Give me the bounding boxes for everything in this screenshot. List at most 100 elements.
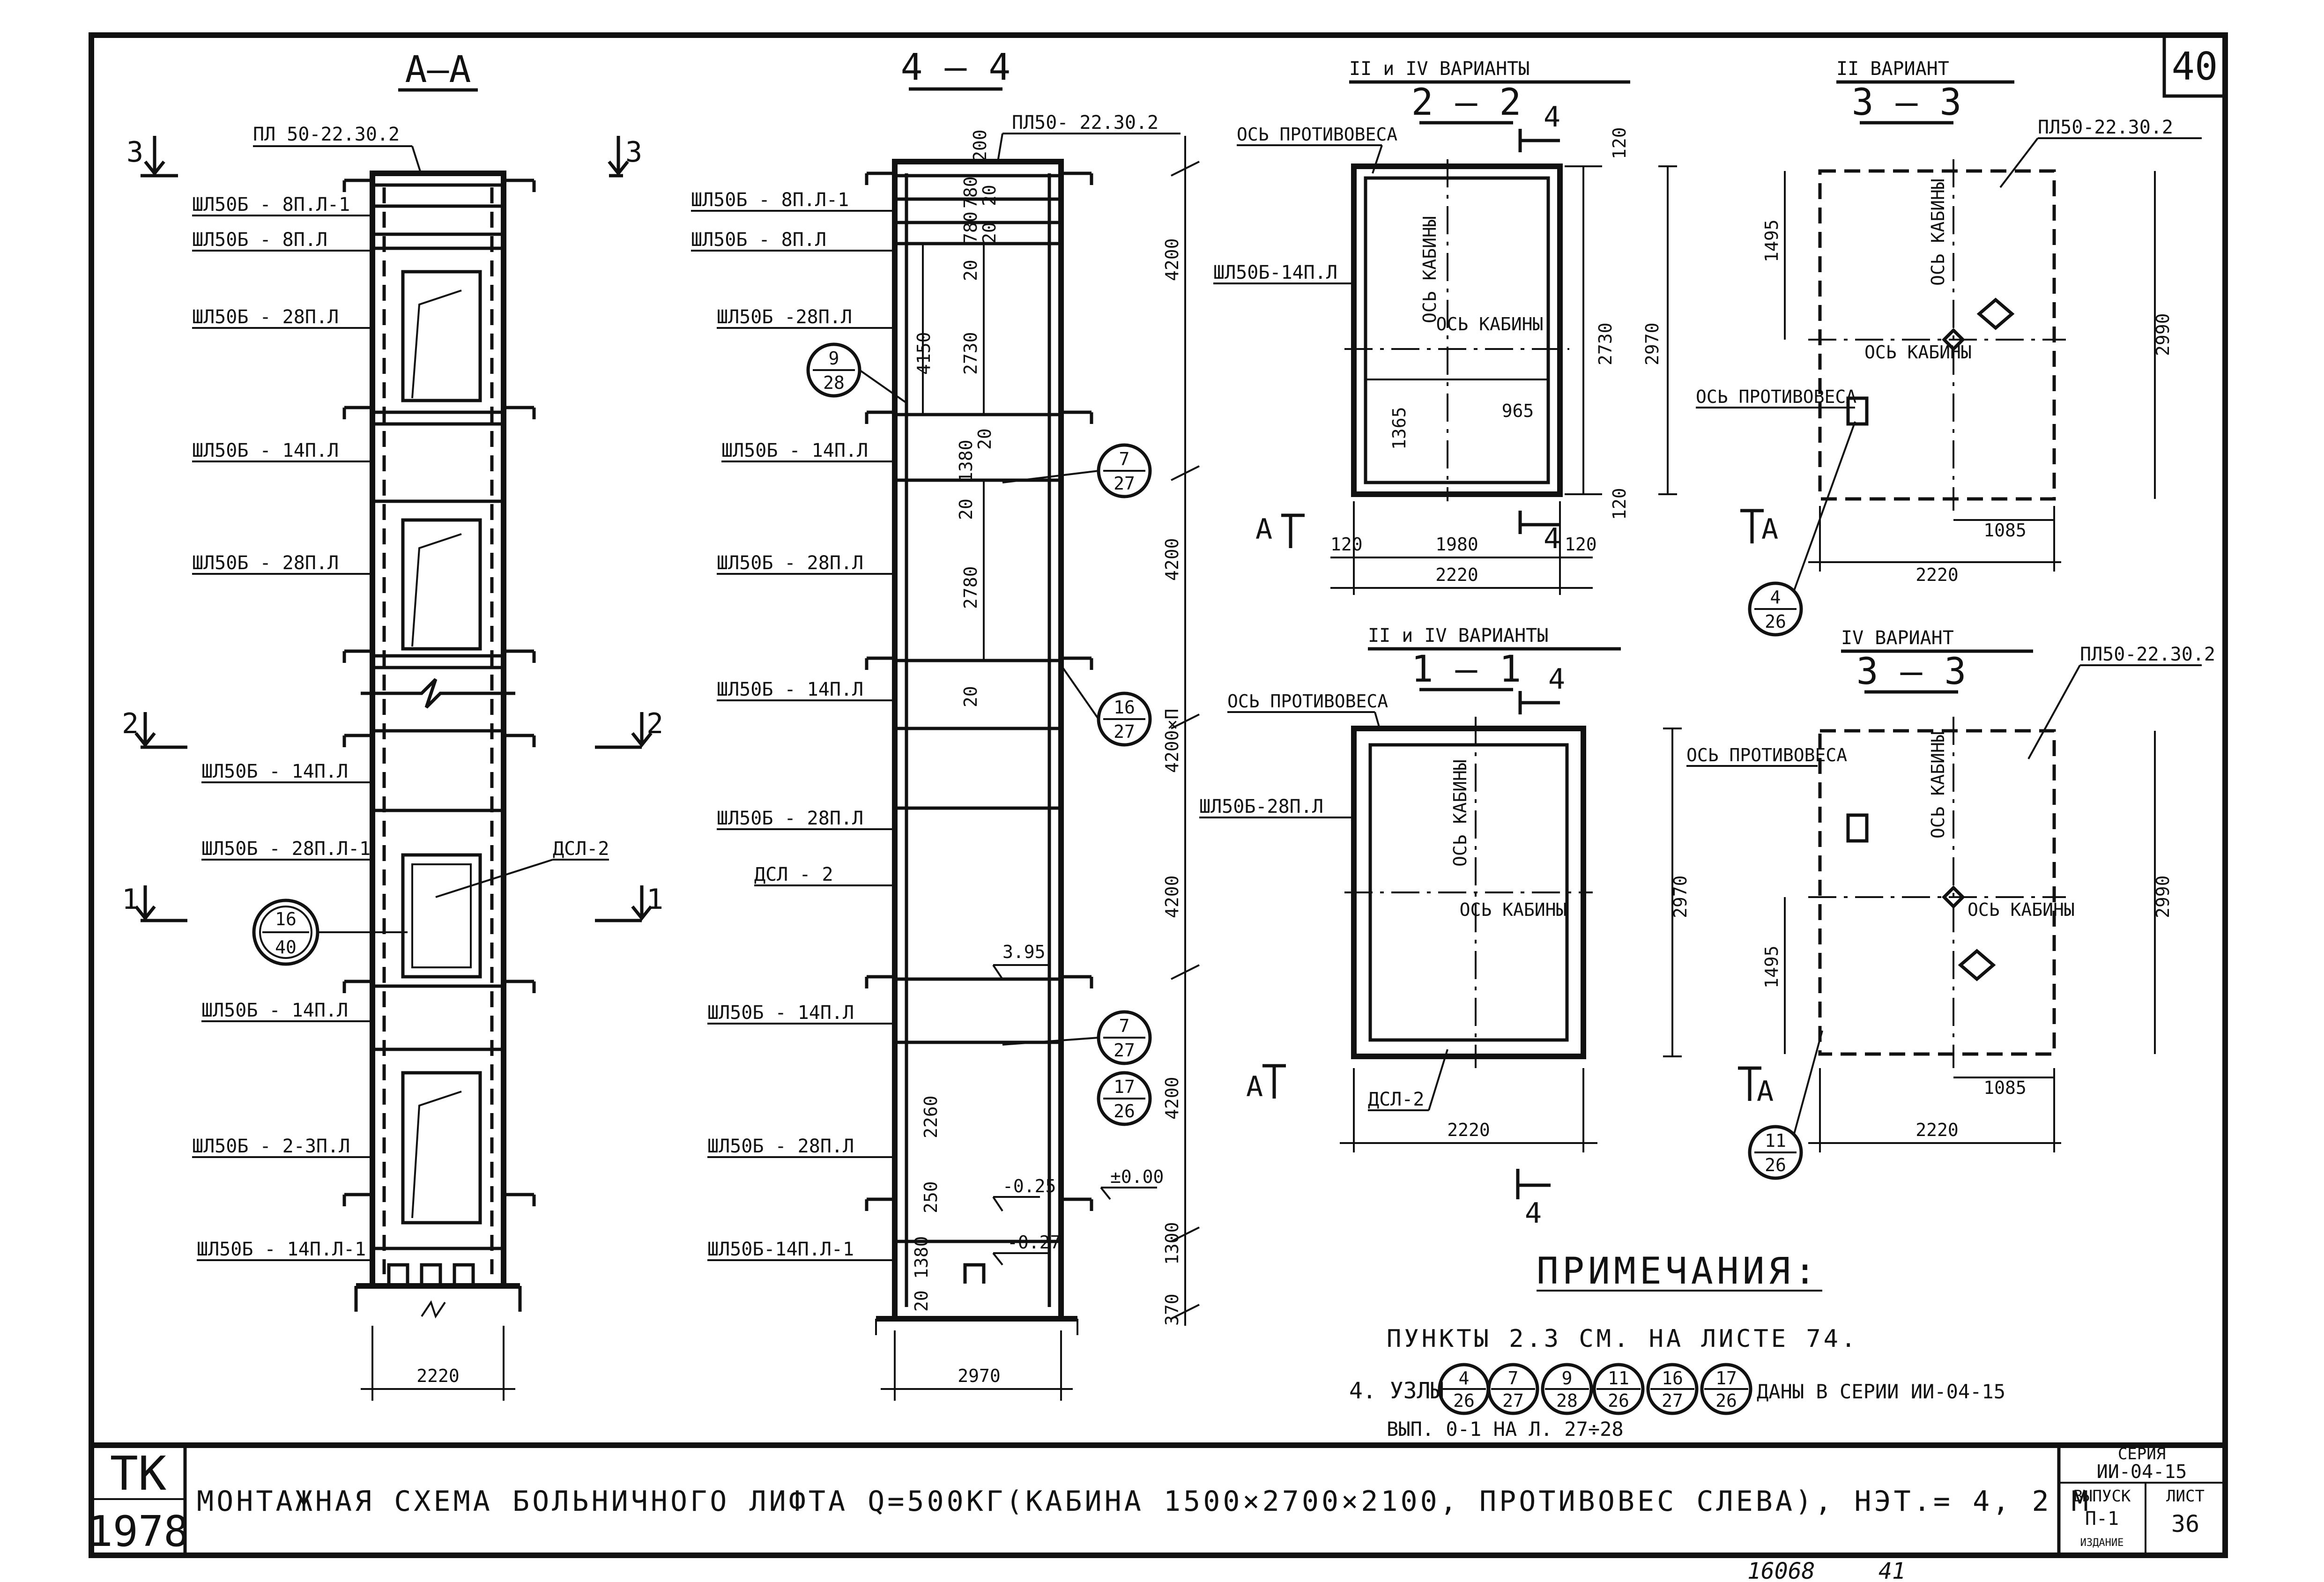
plan-33-ii-outer — [1818, 169, 2056, 501]
svg-text:ДСЛ-2: ДСЛ-2 — [1368, 1089, 1424, 1110]
svg-text:ПЛ50-22.30.2: ПЛ50-22.30.2 — [2038, 117, 2173, 138]
svg-text:1980: 1980 — [1435, 534, 1478, 555]
svg-text:1300: 1300 — [1162, 1222, 1182, 1265]
44-width-dim: 2970 — [958, 1366, 1001, 1386]
issue-note: ИЗДАНИЕ — [2080, 1537, 2124, 1549]
svg-text:2970: 2970 — [1642, 322, 1663, 365]
44-node-16-27: 16 27 — [1060, 664, 1152, 747]
aa-label-6: ШЛ50Б - 14П.Л — [201, 761, 348, 782]
svg-text:7: 7 — [1508, 1368, 1519, 1389]
44-node-7-27-a: 7 27 — [1002, 443, 1152, 498]
svg-text:20: 20 — [960, 686, 981, 707]
svg-text:ОСЬ КАБИНЫ: ОСЬ КАБИНЫ — [1419, 216, 1440, 323]
44-node-9-28: 9 28 — [806, 342, 907, 404]
aa-label-9: ШЛ50Б - 2-3П.Л — [192, 1136, 350, 1157]
svg-text:27: 27 — [1114, 473, 1135, 494]
svg-text:-0.27: -0.27 — [1007, 1232, 1061, 1253]
aa-label-1: ШЛ50Б - 8П.Л-1 — [192, 194, 350, 215]
plan-11-variant: II и IV ВАРИАНТЫ — [1368, 625, 1548, 646]
door-opening-3 — [401, 853, 482, 979]
44-label-9: ШЛ50Б - 14П.Л — [707, 1002, 854, 1024]
plan-22-variant: II и IV ВАРИАНТЫ — [1349, 58, 1530, 80]
44-node-7-27-b: 7 27 — [1002, 1010, 1152, 1065]
drawing-title: МОНТАЖНАЯ СХЕМА БОЛЬНИЧНОГО ЛИФТА Q=500К… — [197, 1485, 2091, 1518]
svg-text:7: 7 — [1119, 1016, 1130, 1036]
notes-heading: ПРИМЕЧАНИЯ: — [1537, 1250, 1820, 1292]
sheet-label: ЛИСТ — [2166, 1487, 2205, 1506]
notes-line2-suffix: ДАНЫ В СЕРИИ ИИ-04-15 — [1757, 1380, 2005, 1403]
svg-text:965: 965 — [1502, 401, 1534, 421]
section-44-title: 4 – 4 — [901, 46, 1011, 89]
notes-node-3: 9 28 — [1541, 1363, 1593, 1415]
door-opening-1 — [401, 270, 482, 402]
svg-text:2990: 2990 — [2153, 313, 2173, 356]
svg-text:4200×П: 4200×П — [1162, 709, 1182, 773]
notes: ПРИМЕЧАНИЯ: ПУНКТЫ 2.3 СМ. НА ЛИСТЕ 74. … — [1349, 1250, 2005, 1441]
aa-label-7: ШЛ50Б - 28П.Л-1 — [201, 838, 371, 860]
plan-33-iv-node: 11 26 — [1748, 1030, 1823, 1180]
svg-text:А: А — [1761, 513, 1778, 546]
notes-node-4: 11 26 — [1592, 1363, 1645, 1415]
aa-label-5: ШЛ50Б - 28П.Л — [192, 552, 339, 574]
44-label-1: ШЛ50Б - 8П.Л-1 — [691, 189, 849, 211]
section-aa-top-label: ПЛ 50-22.30.2 — [253, 124, 400, 145]
notes-node-2: 7 27 — [1487, 1363, 1539, 1415]
aa-label-10: ШЛ50Б - 14П.Л-1 — [197, 1239, 366, 1260]
plan-22-cut-4-bottom: 4 — [1544, 522, 1560, 555]
svg-text:ОСЬ КАБИНЫ: ОСЬ КАБИНЫ — [1450, 759, 1470, 867]
plan-22-cut-4: 4 — [1544, 101, 1560, 134]
notes-node-6: 17 26 — [1700, 1363, 1752, 1415]
plan-22: II и IV ВАРИАНТЫ 2 – 2 4 ОСЬ ПРОТИВОВЕСА… — [1213, 58, 1677, 595]
svg-text:16: 16 — [1662, 1368, 1683, 1389]
44-label-11: ШЛ50Б-14П.Л-1 — [707, 1239, 854, 1260]
plan-33-ii-title: 3 – 3 — [1852, 82, 1962, 124]
svg-text:ОСЬ ПРОТИВОВЕСА: ОСЬ ПРОТИВОВЕСА — [1696, 386, 1856, 407]
svg-text:16: 16 — [275, 909, 297, 929]
plan-33-ii: II ВАРИАНТ 3 – 3 ПЛ50-22.30.2 ОСЬ КАБИНЫ… — [1696, 58, 2202, 637]
svg-text:ШЛ50Б-28П.Л: ШЛ50Б-28П.Л — [1199, 796, 1323, 817]
sheet-frame — [89, 32, 2228, 1558]
44-node-17-26: 17 26 — [1097, 1071, 1152, 1126]
issue-value: П-1 — [2085, 1508, 2119, 1530]
plan-22-title: 2 – 2 — [1411, 82, 1522, 124]
svg-text:27: 27 — [1662, 1390, 1683, 1411]
svg-text:27: 27 — [1114, 721, 1135, 742]
plan-33-iv-outer — [1818, 729, 2056, 1056]
svg-text:3.95: 3.95 — [1002, 942, 1046, 962]
svg-text:2730: 2730 — [1595, 322, 1616, 365]
section-44-labels: ШЛ50Б - 8П.Л-1 ШЛ50Б - 8П.Л ШЛ50Б -28П.Л… — [691, 189, 897, 1261]
svg-text:26: 26 — [1608, 1390, 1629, 1411]
svg-text:9: 9 — [1562, 1368, 1573, 1389]
aa-label-3: ШЛ50Б - 28П.Л — [192, 306, 339, 328]
svg-text:1495: 1495 — [1761, 945, 1782, 988]
svg-text:20: 20 — [956, 498, 976, 520]
svg-text:16: 16 — [1114, 697, 1135, 718]
svg-text:40: 40 — [275, 937, 297, 958]
svg-text:-0.25: -0.25 — [1002, 1176, 1056, 1196]
section-aa-labels: ШЛ50Б - 8П.Л-1 ШЛ50Б - 8П.Л ШЛ50Б - 28П.… — [192, 194, 375, 1261]
logo-bottom: 1978 — [88, 1507, 189, 1556]
door-opening-2 — [401, 518, 482, 651]
svg-text:4: 4 — [1459, 1368, 1470, 1389]
svg-text:7: 7 — [1119, 449, 1130, 469]
svg-text:120: 120 — [1565, 534, 1597, 555]
svg-text:2220: 2220 — [1916, 564, 1959, 585]
svg-text:200: 200 — [970, 129, 990, 162]
aa-label-4: ШЛ50Б - 14П.Л — [192, 440, 339, 461]
svg-text:120: 120 — [1609, 127, 1630, 159]
svg-text:1085: 1085 — [1983, 520, 2027, 541]
cut-2-right: 2 — [646, 707, 663, 740]
svg-text:2260: 2260 — [921, 1095, 941, 1138]
44-label-8: ДСЛ - 2 — [754, 864, 833, 885]
notes-line1: ПУНКТЫ 2.3 СМ. НА ЛИСТЕ 74. — [1387, 1325, 1858, 1353]
svg-text:26: 26 — [1765, 611, 1786, 632]
sheet-number: 40 — [2172, 45, 2218, 89]
svg-text:9: 9 — [829, 348, 839, 369]
svg-text:1380: 1380 — [911, 1236, 932, 1279]
section-44-right-dims: 4200 4200 4200×П 4200 4200 1300 370 — [1162, 238, 1182, 1326]
plan-11-cut-4-bottom: 4 — [1525, 1197, 1542, 1230]
plan-22-outer — [1351, 163, 1563, 497]
svg-text:А: А — [1255, 513, 1272, 546]
notes-node-5: 16 27 — [1646, 1363, 1699, 1415]
